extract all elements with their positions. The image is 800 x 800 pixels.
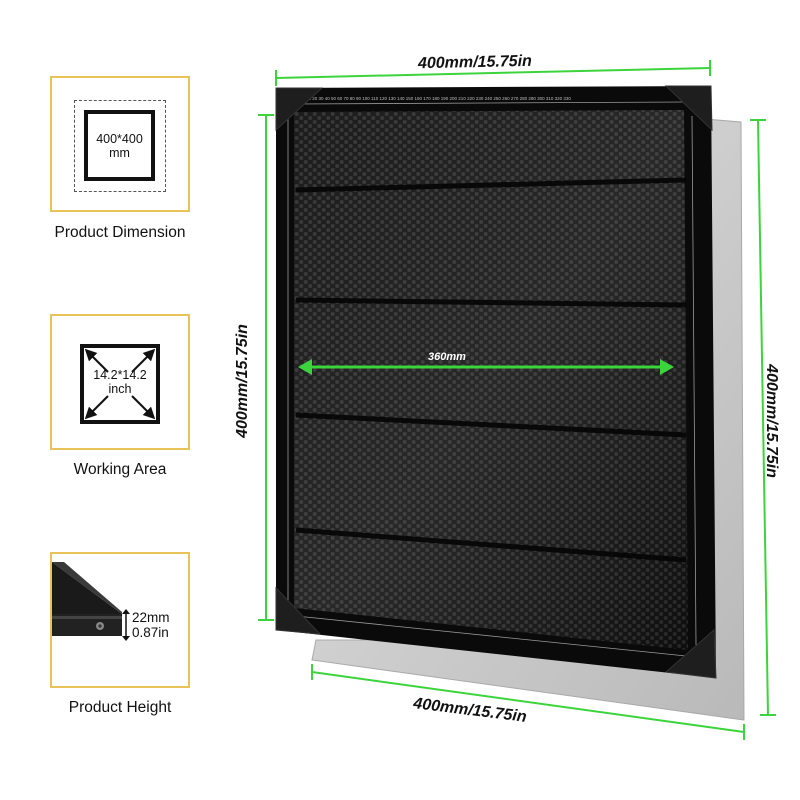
dimension-box-line1: 400*400 [96,131,143,146]
left-dimension-label: 400mm/15.75in [233,324,251,438]
product-dimension-label: Product Dimension [54,224,186,241]
working-width-arrow [298,359,674,375]
honeycomb-panel-illustration: 10 20 30 40 50 60 70 80 90 100 110 120 1… [258,60,776,740]
working-area-label: Working Area [73,461,167,478]
top-dimension-label: 400mm/15.75in [417,52,533,73]
bottom-dimension-line [311,671,745,733]
height-profile-icon [52,562,130,641]
top-dimension-line [275,67,711,79]
right-dimension-label: 400mm/15.75in [762,364,780,478]
product-dimension-card: 400*400 mm [50,76,190,212]
working-area-icon: 14.2*14.2 inch [80,344,160,424]
working-area-card: 14.2*14.2 inch [50,314,190,450]
height-in-value: 0.87in [132,625,169,640]
right-dimension-line [757,119,769,716]
working-box-line2: inch [108,382,132,396]
product-height-label: Product Height [68,699,172,716]
working-width-label: 360mm [428,351,466,363]
dimension-box-line2: mm [109,145,130,160]
height-mm-value: 22mm [132,610,170,625]
working-box-line1: 14.2*14.2 [93,368,147,382]
product-height-card: 22mm 0.87in [50,552,190,688]
diagonal-arrows-icon [84,348,156,420]
svg-text:10 20 30 40 50 60 70 80 90 100: 10 20 30 40 50 60 70 80 90 100 110 120 1… [306,96,571,101]
dimension-square-icon: 400*400 mm [74,100,166,192]
